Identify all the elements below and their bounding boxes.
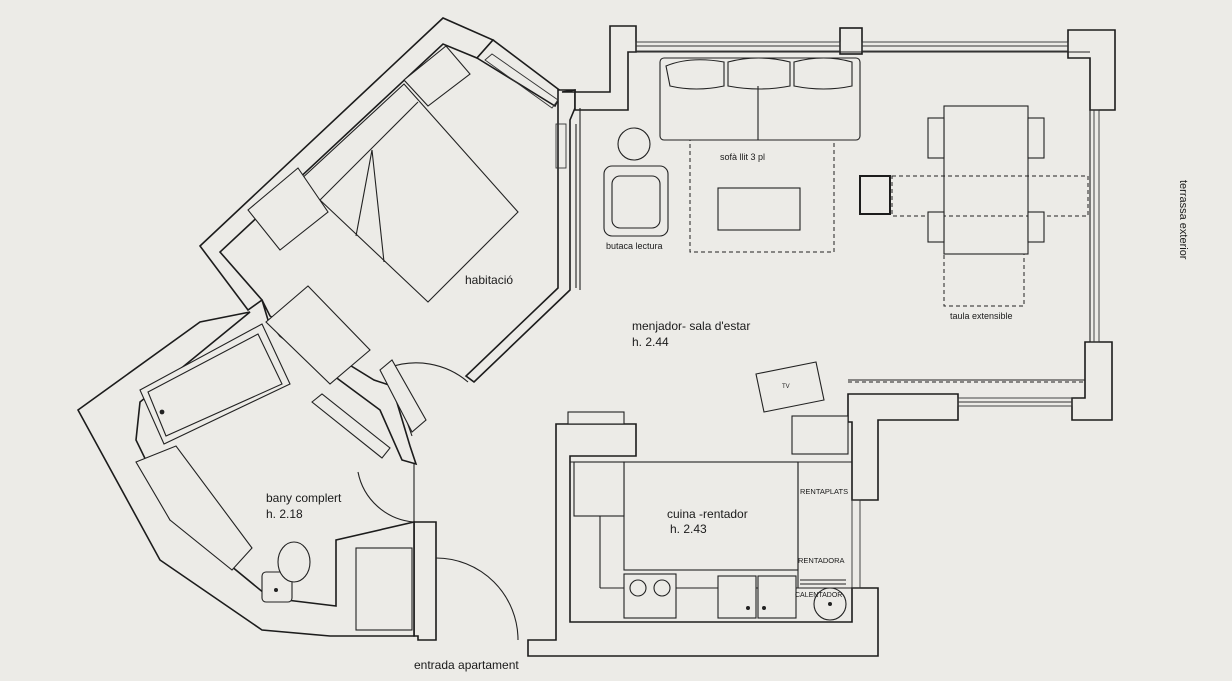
dining-table: [943, 105, 1029, 255]
tv-unit: [755, 361, 825, 413]
bed: [297, 83, 519, 303]
labels: habitació menjador- sala d'estar h. 2.44…: [266, 152, 1189, 672]
window-living-west: [555, 123, 567, 169]
chair-1: [927, 117, 945, 159]
bedroom-furniture: [247, 45, 519, 433]
entrance-label: entrada apartament: [414, 658, 519, 672]
door-bedroom: [387, 362, 469, 383]
table-extension: [943, 253, 1025, 307]
coffee-table: [717, 187, 801, 231]
door-entrance: [435, 557, 519, 641]
window-east: [1089, 109, 1100, 343]
chair-4: [1027, 211, 1045, 243]
walls: [76, 17, 1116, 657]
door-bathroom: [357, 471, 415, 523]
living-furniture: [603, 57, 1089, 455]
armchair-label: butaca lectura: [606, 241, 663, 251]
column: [859, 175, 891, 215]
toilet: [277, 541, 311, 583]
rug: [689, 139, 835, 253]
sink-left: [717, 575, 757, 619]
table-label: taula extensible: [950, 311, 1013, 321]
bathtub: [139, 323, 291, 445]
kitchen-top-shelf: [567, 411, 625, 425]
sofa-label: sofà llit 3 pl: [720, 152, 765, 162]
bath-shelf: [355, 547, 413, 631]
kitchen-name: cuina -rentador: [667, 507, 748, 521]
living-east-pillar: [1071, 341, 1113, 421]
bathroom-name: bany complert: [266, 491, 342, 505]
kitchen-east-wall: [847, 393, 959, 501]
wardrobe-top: [403, 45, 471, 107]
shower-bench: [311, 393, 391, 459]
wardrobe: [265, 285, 371, 385]
kitchen-furniture: [567, 411, 852, 621]
side-table: [617, 127, 651, 161]
windows: [484, 41, 1100, 589]
window-north-left: [635, 41, 841, 52]
entrance-wall: [413, 521, 437, 641]
living-northeast-pillar: [1067, 29, 1116, 111]
cooktop: [623, 573, 677, 619]
living-north-pillar: [839, 27, 863, 55]
bathroom-furniture: [135, 323, 413, 631]
low-cabinet: [791, 415, 849, 455]
kitchen-height: h. 2.43: [670, 522, 707, 536]
chair-3: [927, 211, 945, 243]
bedroom-north-wall: [198, 17, 495, 312]
living-height: h. 2.44: [632, 335, 669, 349]
bath-outer-wall: [76, 311, 415, 637]
window-kitchen: [851, 499, 861, 589]
heater-label: CALENTADOR: [795, 592, 842, 599]
bed-pillows: [247, 167, 329, 251]
washer-label: RENTADORA: [798, 556, 845, 565]
bedroom-name: habitació: [465, 273, 513, 287]
bathroom-height: h. 2.18: [266, 507, 303, 521]
bath-counter: [135, 445, 253, 571]
living-name: menjador- sala d'estar: [632, 319, 750, 333]
window-bedroom: [484, 53, 559, 109]
chair-2: [1027, 117, 1045, 159]
interior-lines: [575, 51, 1091, 383]
fridge: [573, 461, 625, 517]
sink-right: [757, 575, 797, 619]
window-north-right: [861, 41, 1069, 52]
dishwasher-label: RENTAPLATS: [800, 487, 848, 496]
terrace-label: terrassa exterior: [1177, 180, 1189, 260]
toilet-tank: [261, 571, 293, 603]
tv-label: TV: [782, 384, 790, 390]
desk: [379, 359, 427, 433]
